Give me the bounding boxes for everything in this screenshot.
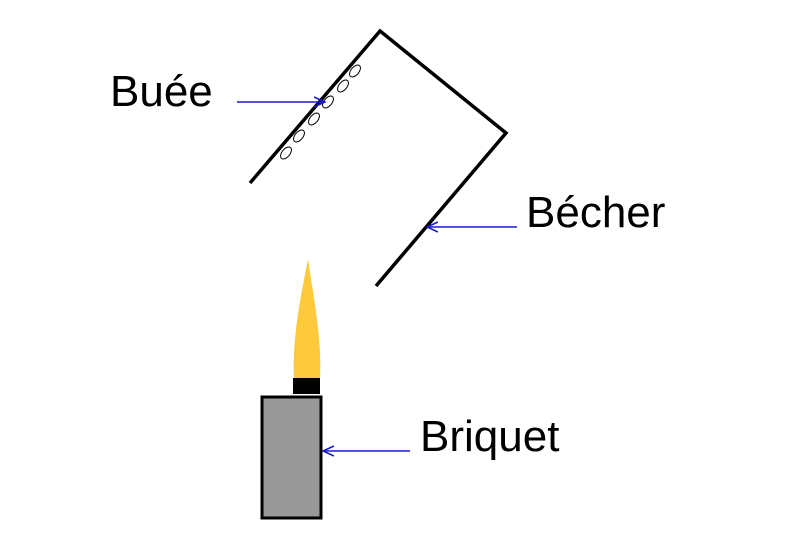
label-briquet: Briquet <box>420 412 559 461</box>
lighter-nozzle <box>293 378 320 394</box>
lighter-body <box>260 395 323 520</box>
condensation-droplets <box>280 64 361 160</box>
droplet <box>337 79 349 93</box>
droplet <box>308 112 320 126</box>
label-buee: Buée <box>110 67 213 116</box>
label-becher: Bécher <box>526 188 665 237</box>
droplet <box>293 129 305 143</box>
flame <box>293 259 321 378</box>
droplet <box>280 146 292 160</box>
droplet <box>349 64 361 78</box>
beaker-outline <box>248 28 509 288</box>
